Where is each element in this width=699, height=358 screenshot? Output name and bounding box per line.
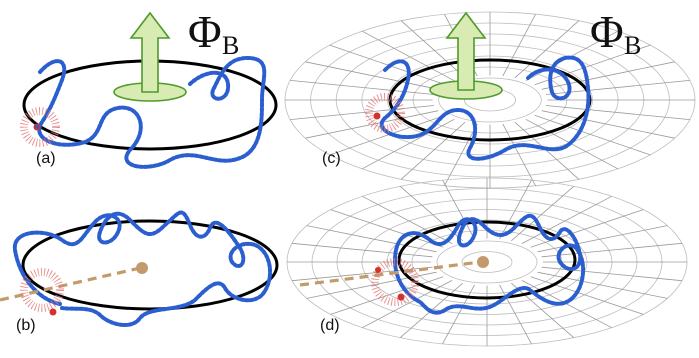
flux-arrow-icon xyxy=(429,11,503,100)
grid-spoke-d xyxy=(291,242,433,258)
grid-spoke-c xyxy=(545,105,690,120)
grid-spoke-d xyxy=(511,185,575,242)
current-loop-d xyxy=(397,220,577,300)
particle-halo-c xyxy=(365,93,405,133)
particle-core-a xyxy=(35,125,39,129)
grid-spoke-c xyxy=(541,61,675,90)
particle-halo-a xyxy=(20,107,60,147)
particle-dot-b xyxy=(49,308,57,316)
tether-knob-d xyxy=(477,256,489,268)
panel-label-c: (c) xyxy=(322,150,341,167)
flux-arrow-shaft-c xyxy=(445,11,487,91)
grid-spoke-d xyxy=(330,276,444,315)
flux-label-a: Φ B xyxy=(188,6,239,60)
grid-spoke-d xyxy=(530,276,644,315)
grid-spoke-c xyxy=(514,121,580,180)
grid-spoke-d xyxy=(537,225,668,253)
flux-label-c: Φ B xyxy=(590,6,641,60)
current-loop-b xyxy=(21,219,279,311)
grid-spoke-d xyxy=(442,179,475,240)
grid-spoke-c xyxy=(534,44,651,85)
grid-spoke-d xyxy=(537,271,668,299)
grid-spoke-c xyxy=(305,61,439,90)
grid-spoke-d xyxy=(541,242,683,258)
dotted-path-b xyxy=(12,210,273,327)
grid-spoke-d xyxy=(306,225,437,253)
grid-spoke-c xyxy=(362,30,455,82)
dotted-path-a xyxy=(37,55,267,169)
grid-ring-c xyxy=(438,77,542,123)
panel-c: (c) Φ B xyxy=(284,6,696,189)
grid-spoke-c xyxy=(400,121,466,180)
flux-symbol-c: Φ xyxy=(590,6,624,57)
polar-grid-d xyxy=(286,177,688,347)
panel-label-b: (b) xyxy=(16,317,36,334)
particle-dot-d2 xyxy=(375,267,381,273)
dotted-path-c xyxy=(379,55,591,161)
grid-spoke-c xyxy=(329,115,446,156)
particle-dot-d xyxy=(397,293,405,301)
panel-b: (b) xyxy=(0,210,279,334)
panel-d: (d) xyxy=(286,177,688,347)
grid-spoke-c xyxy=(541,110,675,139)
grid-spoke-c xyxy=(305,110,439,139)
tether-knob-b xyxy=(136,262,148,274)
grid-ring-d xyxy=(436,240,538,284)
grid-spoke-d xyxy=(499,284,532,345)
grid-spoke-c xyxy=(329,44,446,85)
grid-spoke-c xyxy=(400,20,466,79)
flux-subscript-a: B xyxy=(222,31,239,60)
panel-label-a: (a) xyxy=(36,150,56,167)
grid-spoke-c xyxy=(534,115,651,156)
grid-spoke-d xyxy=(362,280,453,329)
grid-spoke-d xyxy=(541,266,683,282)
grid-spoke-d xyxy=(442,284,475,345)
particle-halo-b xyxy=(20,268,64,312)
grid-spoke-d xyxy=(511,282,575,339)
grid-spoke-d xyxy=(499,179,532,240)
grid-spoke-d xyxy=(530,209,644,248)
grid-spoke-c xyxy=(444,123,478,186)
flux-arrow-shaft-a xyxy=(129,11,171,93)
grid-spoke-d xyxy=(330,209,444,248)
grid-spoke-d xyxy=(362,195,453,244)
dotted-path-d xyxy=(393,213,586,315)
tether-d xyxy=(299,260,481,287)
grid-spoke-c xyxy=(502,123,536,186)
particle-halo-d xyxy=(371,258,419,306)
grid-spoke-c xyxy=(502,14,536,77)
flux-subscript-c: B xyxy=(624,31,641,60)
flux-symbol-a: Φ xyxy=(188,6,222,57)
grid-ring-d xyxy=(461,251,513,273)
particle-dot-c xyxy=(373,112,381,120)
tether-b xyxy=(0,266,141,302)
grid-spoke-c xyxy=(290,80,435,95)
grid-spoke-c xyxy=(514,20,580,79)
grid-spoke-d xyxy=(521,195,612,244)
polar-grid-c xyxy=(284,11,696,189)
grid-spoke-d xyxy=(291,266,433,282)
grid-spoke-c xyxy=(362,118,455,170)
panel-a: (a) Φ B xyxy=(20,6,278,169)
flux-arrow-icon xyxy=(113,11,187,102)
grid-spoke-c xyxy=(290,105,435,120)
panel-label-d: (d) xyxy=(320,317,340,334)
